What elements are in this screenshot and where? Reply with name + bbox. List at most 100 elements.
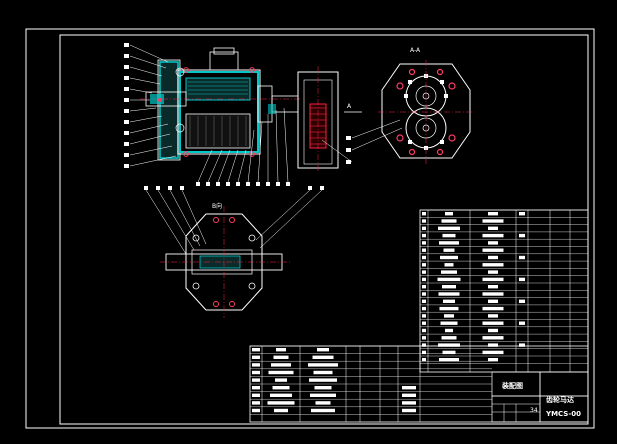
title-name-cell [268,370,294,375]
parts-index-cell [422,314,426,318]
title-sign-cell [402,408,416,413]
outer-border [25,28,595,429]
parts-name-cell [438,226,460,230]
title-name-cell [275,378,287,382]
parts-name-cell [440,255,458,260]
title-code-cell [312,355,334,359]
title-name-cell [274,408,288,413]
parts-name-cell [443,299,455,303]
parts-index-cell [422,255,426,260]
product-name: 齿轮马达 [546,395,574,404]
section-aa-label: A-A [410,47,421,54]
parts-name-cell [437,277,461,282]
b-view: B向 [144,186,324,318]
title-name-cell [271,363,291,367]
parts-index-cell [422,299,426,303]
parts-index-cell [422,321,426,325]
title-sign-cell [402,386,416,390]
parts-code-cell [482,350,504,355]
parts-index-cell [422,212,426,216]
left-leader-lines [129,44,177,167]
parts-qty-cell [519,212,525,216]
parts-code-cell [488,285,498,289]
title-index-cell [252,408,260,413]
title-code-cell [310,393,336,397]
parts-name-cell [438,292,460,296]
parts-code-cell [482,321,504,325]
parts-code-cell [488,255,498,260]
parts-index-cell [422,270,426,274]
section-b-label: B向 [212,202,222,210]
left-part-balloons [124,43,129,168]
title-code-cell [315,401,331,405]
bottom-part-balloons [196,182,290,186]
parts-list-table [419,209,589,373]
title-index-cell [252,393,260,397]
parts-name-cell [445,212,453,216]
title-index-cell [252,348,260,352]
parts-index-cell [422,336,426,340]
parts-code-cell [488,343,498,347]
title-name-cell [273,355,289,359]
parts-name-cell [441,270,457,274]
parts-index-cell [422,219,426,223]
title-code-cell [309,378,337,382]
parts-index-cell [422,306,426,311]
parts-index-cell [422,285,426,289]
bottom-leader-lines [197,107,289,183]
parts-code-cell [482,219,504,223]
parts-name-cell [442,233,456,238]
parts-qty-cell [519,233,525,238]
parts-code-cell [482,336,504,340]
parts-name-cell [442,350,456,355]
parts-name-cell [440,321,458,325]
title-name-cell [276,348,286,352]
parts-code-cell [482,263,504,267]
title-index-cell [252,386,260,390]
side-view: A [297,66,362,172]
parts-index-cell [422,350,426,355]
parts-name-cell [444,263,454,267]
drawing-number: YMCS-00 [545,410,581,418]
parts-index-cell [422,263,426,267]
title-index-cell [252,378,260,382]
parts-index-cell [422,292,426,296]
title-code-cell [317,348,329,352]
parts-qty-cell [519,321,525,325]
parts-index-cell [422,343,426,347]
title-code-cell [313,370,333,375]
parts-code-cell [488,241,498,245]
drawing-title: 装配图 [501,381,523,390]
parts-name-cell [445,328,453,333]
parts-index-cell [422,248,426,252]
parts-index-cell [422,358,426,362]
parts-code-cell [488,314,498,318]
title-index-cell [252,355,260,359]
title-index-cell [252,401,260,405]
parts-code-cell [482,248,504,252]
parts-code-cell [488,212,498,216]
parts-code-cell [488,226,498,230]
parts-name-cell [439,358,459,362]
parts-code-cell [482,292,504,296]
parts-index-cell [422,277,426,282]
parts-qty-cell [519,299,525,303]
title-name-cell [267,401,295,405]
parts-name-cell [438,343,460,347]
parts-qty-cell [519,343,525,347]
main-section-view [140,47,300,161]
parts-name-cell [441,219,457,223]
parts-name-cell [444,314,454,318]
title-name-cell [270,393,292,397]
section-arrow-label: A [347,103,352,110]
title-block: 装配图 齿轮马达 YMCS-00 34 [249,345,589,423]
aa-gear-section: A-A [321,47,474,164]
parts-qty-cell [519,255,525,260]
parts-index-cell [422,241,426,245]
parts-index-cell [422,226,426,230]
sheet-label: 34 [530,407,538,414]
parts-index-cell [422,233,426,238]
parts-code-cell [488,270,498,274]
